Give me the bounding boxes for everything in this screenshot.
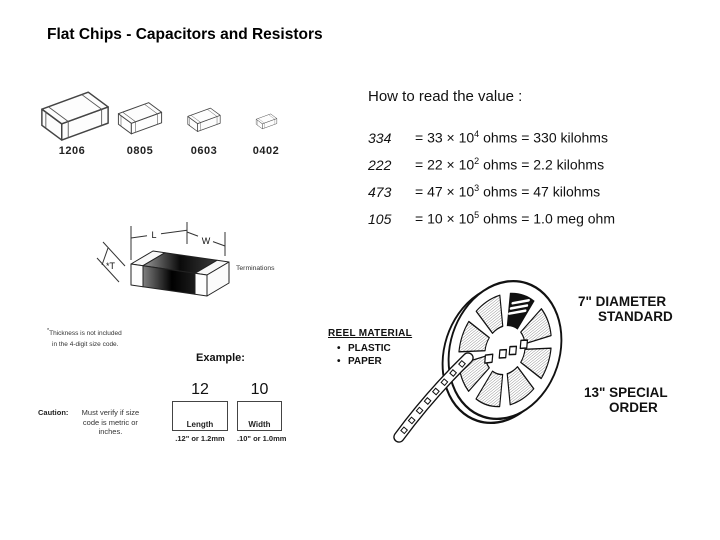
reel-special-note: 13" SPECIAL ORDER [584,385,668,415]
termination-front-left [130,263,144,288]
example-measure: .12" or 1.2mm [175,434,225,443]
example-heading: Example: [196,352,245,364]
termination-end-face [206,261,230,297]
example-width-column: 10 Width .10" or 1.0mm [237,381,287,443]
value-row: 105 = 10 × 105 ohms = 1.0 meg ohm [368,205,615,232]
reel-material-heading: REEL MATERIAL [328,328,413,339]
reel-spoke-openings [458,294,552,408]
value-row: 473 = 47 × 103 ohms = 47 kilohms [368,178,615,205]
length-dimension-label: L [151,230,156,240]
reel-material-item: • PAPER [328,355,412,368]
value-formula: = 33 × 104 ohms = 330 kilohms [415,129,608,146]
thickness-footnote: *Thickness is not included in the 4-digi… [47,328,122,349]
chip-dimension-diagram: L W *T Terminations [96,222,275,297]
example-digits: 12 [191,381,209,398]
value-formula: = 22 × 102 ohms = 2.2 kilohms [415,156,605,173]
value-code: 105 [368,210,392,227]
page-title: Flat Chips - Capacitors and Resistors [47,26,323,43]
carrier-tape [393,352,474,443]
chip-0805-icon [116,101,164,136]
value-guide-rows: 334 = 33 × 104 ohms = 330 kilohms 222 = 22… [368,124,615,232]
reel-material-item: • PLASTIC [328,342,412,355]
example-box-label: Width [248,420,271,429]
thickness-dimension-label: *T [106,261,116,271]
termination-front-right [194,272,208,297]
example-digits: 10 [250,381,269,398]
width-dimension-label: W [202,236,211,246]
bullet-icon: • [337,343,341,354]
chip-size-label: 0603 [190,145,218,157]
example-box-label: Length [186,420,214,429]
example-box: Length [172,401,228,431]
example-length-column: 12 Length .12" or 1.2mm [172,381,228,443]
value-code: 473 [368,183,392,200]
bullet-icon: • [337,356,341,367]
value-formula: = 10 × 105 ohms = 1.0 meg ohm [415,210,615,227]
value-row: 334 = 33 × 104 ohms = 330 kilohms [368,124,615,151]
value-code: 222 [368,156,392,173]
value-guide-heading: How to read the value : [368,88,523,105]
dimension-lines [96,222,226,283]
reel-material-block: REEL MATERIAL • PLASTIC • PAPER [328,328,412,368]
chip-1206-icon [38,90,112,143]
reel-hub-holes [484,339,529,364]
chip-size-label: 1206 [58,145,86,157]
tape-reel-icon [393,279,563,443]
value-code: 334 [368,129,392,146]
chip-0402-icon [255,113,278,130]
caution-label: Caution: [38,408,69,417]
caution-note: Caution: Must verify if size code is met… [38,408,147,437]
example-measure: .10" or 1.0mm [237,434,287,443]
terminations-label: Terminations [236,265,275,272]
reel-wedge-slashes [508,299,530,315]
chip-size-label: 0402 [252,145,280,157]
reel-standard-note: 7" DIAMETER STANDARD [578,294,673,324]
example-box: Width [237,401,282,431]
value-row: 222 = 22 × 102 ohms = 2.2 kilohms [368,151,615,178]
chip-size-label: 0805 [126,145,154,157]
chip-0603-icon [186,107,222,133]
caution-text: Must verify if size code is metric or in… [81,408,140,436]
value-formula: = 47 × 103 ohms = 47 kilohms [415,183,601,200]
